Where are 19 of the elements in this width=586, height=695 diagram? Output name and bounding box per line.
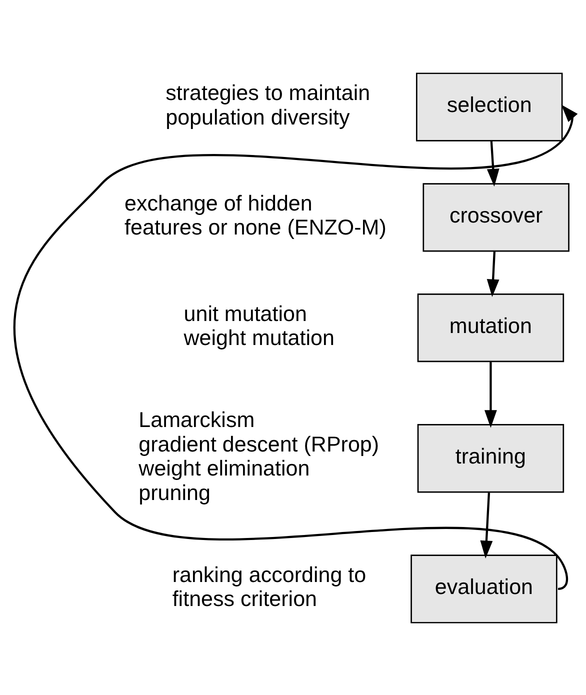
node-label: exchange of hidden features or none (ENZO-M): [124, 190, 386, 240]
node-label: Lamarckism: [138, 408, 255, 432]
node-label: ranking according to fitness criterion: [172, 562, 366, 611]
node-box: evaluation: [410, 554, 558, 623]
node-label: gradient descent (RProp): [138, 432, 380, 456]
node-label: weight mutation: [184, 326, 334, 350]
node-label: weight elimination: [138, 456, 310, 480]
arrow: [486, 140, 500, 186]
node-label: pruning: [138, 480, 210, 504]
node-box: training: [417, 424, 564, 492]
node-label: unit mutation: [184, 301, 307, 326]
node-box: crossover: [422, 182, 570, 252]
arrow: [13, 104, 578, 590]
node-box: selection: [416, 72, 563, 141]
node-box: mutation: [417, 292, 564, 362]
arrow: [480, 492, 493, 558]
arrow: [484, 362, 497, 428]
arrow: [486, 250, 500, 297]
node-label: strategies to maintain population diversity: [166, 80, 370, 129]
